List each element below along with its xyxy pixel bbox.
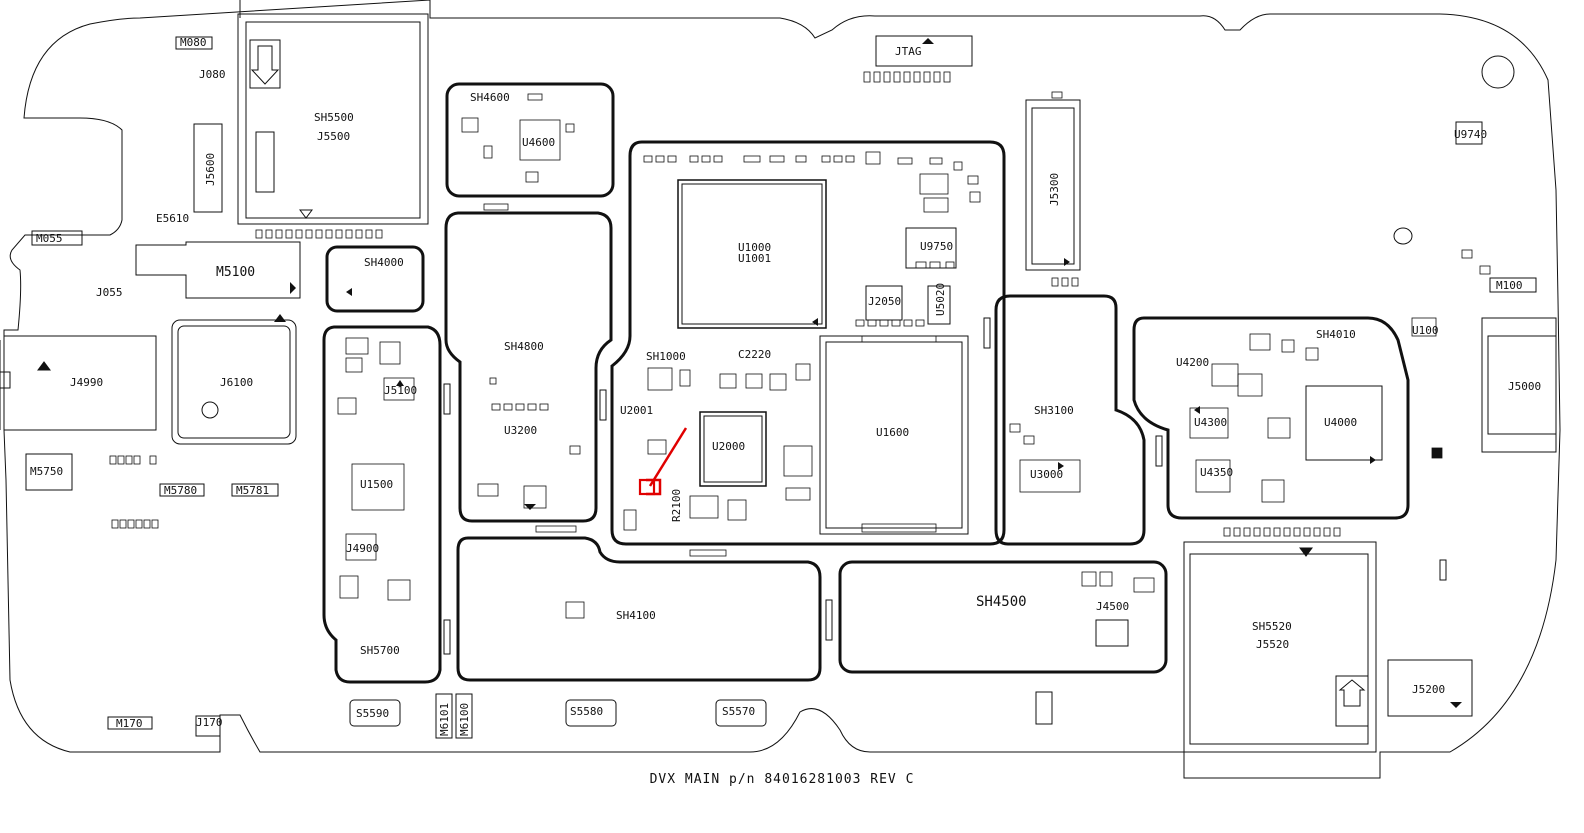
label-m6101: M6101: [438, 703, 451, 736]
label-sh5520: SH5520: [1252, 620, 1292, 633]
label-u4200: U4200: [1176, 356, 1209, 369]
label-j5520: J5520: [1256, 638, 1289, 651]
sh3100-shield: [994, 294, 1146, 546]
label-m6100: M6100: [458, 703, 471, 736]
label-sh4000: SH4000: [364, 256, 404, 269]
j5000-connector: [1481, 317, 1557, 453]
s5570-switch: [715, 699, 767, 727]
label-sh1000: SH1000: [646, 350, 686, 363]
label-j2050: J2050: [868, 295, 901, 308]
label-sh4100: SH4100: [616, 609, 656, 622]
label-j5500: J5500: [317, 130, 350, 143]
label-sh5500: SH5500: [314, 111, 354, 124]
jtag-connector: [875, 35, 973, 67]
mount-hole-right: [1393, 227, 1413, 245]
label-u2000: U2000: [712, 440, 745, 453]
label-m5781: M5781: [236, 484, 269, 497]
sh4500-shield: [838, 560, 1168, 674]
label-j5600: J5600: [204, 153, 217, 186]
label-sh4600: SH4600: [470, 91, 510, 104]
sh4100-shield: [456, 536, 822, 682]
j5300-connector: [1025, 99, 1081, 271]
label-u5020: U5020: [934, 283, 947, 316]
label-u2001: U2001: [620, 404, 653, 417]
label-m170: M170: [116, 717, 143, 730]
j5600-outline: [193, 123, 223, 213]
label-j5300: J5300: [1048, 173, 1061, 206]
label-e5610: E5610: [156, 212, 189, 225]
label-u9750: U9750: [920, 240, 953, 253]
m5100-outline: [135, 241, 301, 299]
label-jtag: JTAG: [895, 45, 922, 58]
label-j170: J170: [196, 716, 223, 729]
sh4000-shield: [325, 245, 425, 313]
s5580-switch: [565, 699, 617, 727]
label-u1600: U1600: [876, 426, 909, 439]
label-m100: M100: [1496, 279, 1523, 292]
sh4800-shield: [444, 211, 613, 523]
label-s5590: S5590: [356, 707, 389, 720]
label-u3000: U3000: [1030, 468, 1063, 481]
sh5700-shield: [322, 325, 442, 684]
label-s5570: S5570: [722, 705, 755, 718]
label-sh5700: SH5700: [360, 644, 400, 657]
s5590-switch: [349, 699, 401, 727]
sh4600-shield: [445, 82, 615, 198]
label-j080: J080: [199, 68, 226, 81]
j6100-outline: [171, 319, 297, 445]
ref-designators: M080 J080 M055 E5610 J055 J5600 SH5500 J…: [30, 36, 1541, 736]
label-j5200: J5200: [1412, 683, 1445, 696]
label-m5780: M5780: [164, 484, 197, 497]
label-sh4500: SH4500: [976, 594, 1027, 610]
board-outline: [3, 0, 1561, 779]
label-u9740: U9740: [1454, 128, 1487, 141]
label-m055: M055: [36, 232, 63, 245]
label-u4350: U4350: [1200, 466, 1233, 479]
label-m080: M080: [180, 36, 207, 49]
label-u1500: U1500: [360, 478, 393, 491]
label-sh4010: SH4010: [1316, 328, 1356, 341]
label-u4300: U4300: [1194, 416, 1227, 429]
label-u4600: U4600: [522, 136, 555, 149]
j5520-connector: [1183, 541, 1377, 753]
label-u4000: U4000: [1324, 416, 1357, 429]
board-title: DVX MAIN p/n 84016281003 REV C: [0, 772, 1584, 787]
highlight-trace: [646, 427, 688, 496]
label-u1001: U1001: [738, 252, 771, 265]
j5200-connector: [1387, 659, 1473, 717]
sh4010-shield: [1132, 316, 1410, 520]
label-c2220: C2220: [738, 348, 771, 361]
u2000-package: [699, 411, 767, 487]
label-u1000: U1000: [738, 241, 771, 254]
label-sh3100: SH3100: [1034, 404, 1074, 417]
label-j055: J055: [96, 286, 123, 299]
u1000-package: [677, 179, 827, 329]
j5500-outline: [237, 13, 429, 225]
label-r2100: R2100: [670, 489, 683, 522]
label-j6100: J6100: [220, 376, 253, 389]
label-j4900: J4900: [346, 542, 379, 555]
u4000-package: [1305, 385, 1383, 461]
sh1000-shield: [610, 140, 1006, 546]
j4990-outline: [3, 335, 157, 431]
label-sh4800: SH4800: [504, 340, 544, 353]
label-j5100: J5100: [384, 384, 417, 397]
label-m5750: M5750: [30, 465, 63, 478]
component-pads: [109, 71, 1491, 619]
label-j4990: J4990: [70, 376, 103, 389]
label-m5100: M5100: [216, 265, 255, 280]
label-j5000: J5000: [1508, 380, 1541, 393]
left-notch: [0, 340, 11, 430]
label-u3200: U3200: [504, 424, 537, 437]
mount-hole-top-right: [1481, 55, 1515, 89]
label-s5580: S5580: [570, 705, 603, 718]
label-j4500: J4500: [1096, 600, 1129, 613]
board-title-text: DVX MAIN p/n 84016281003 REV C: [649, 772, 915, 787]
label-u100: U100: [1412, 324, 1439, 337]
